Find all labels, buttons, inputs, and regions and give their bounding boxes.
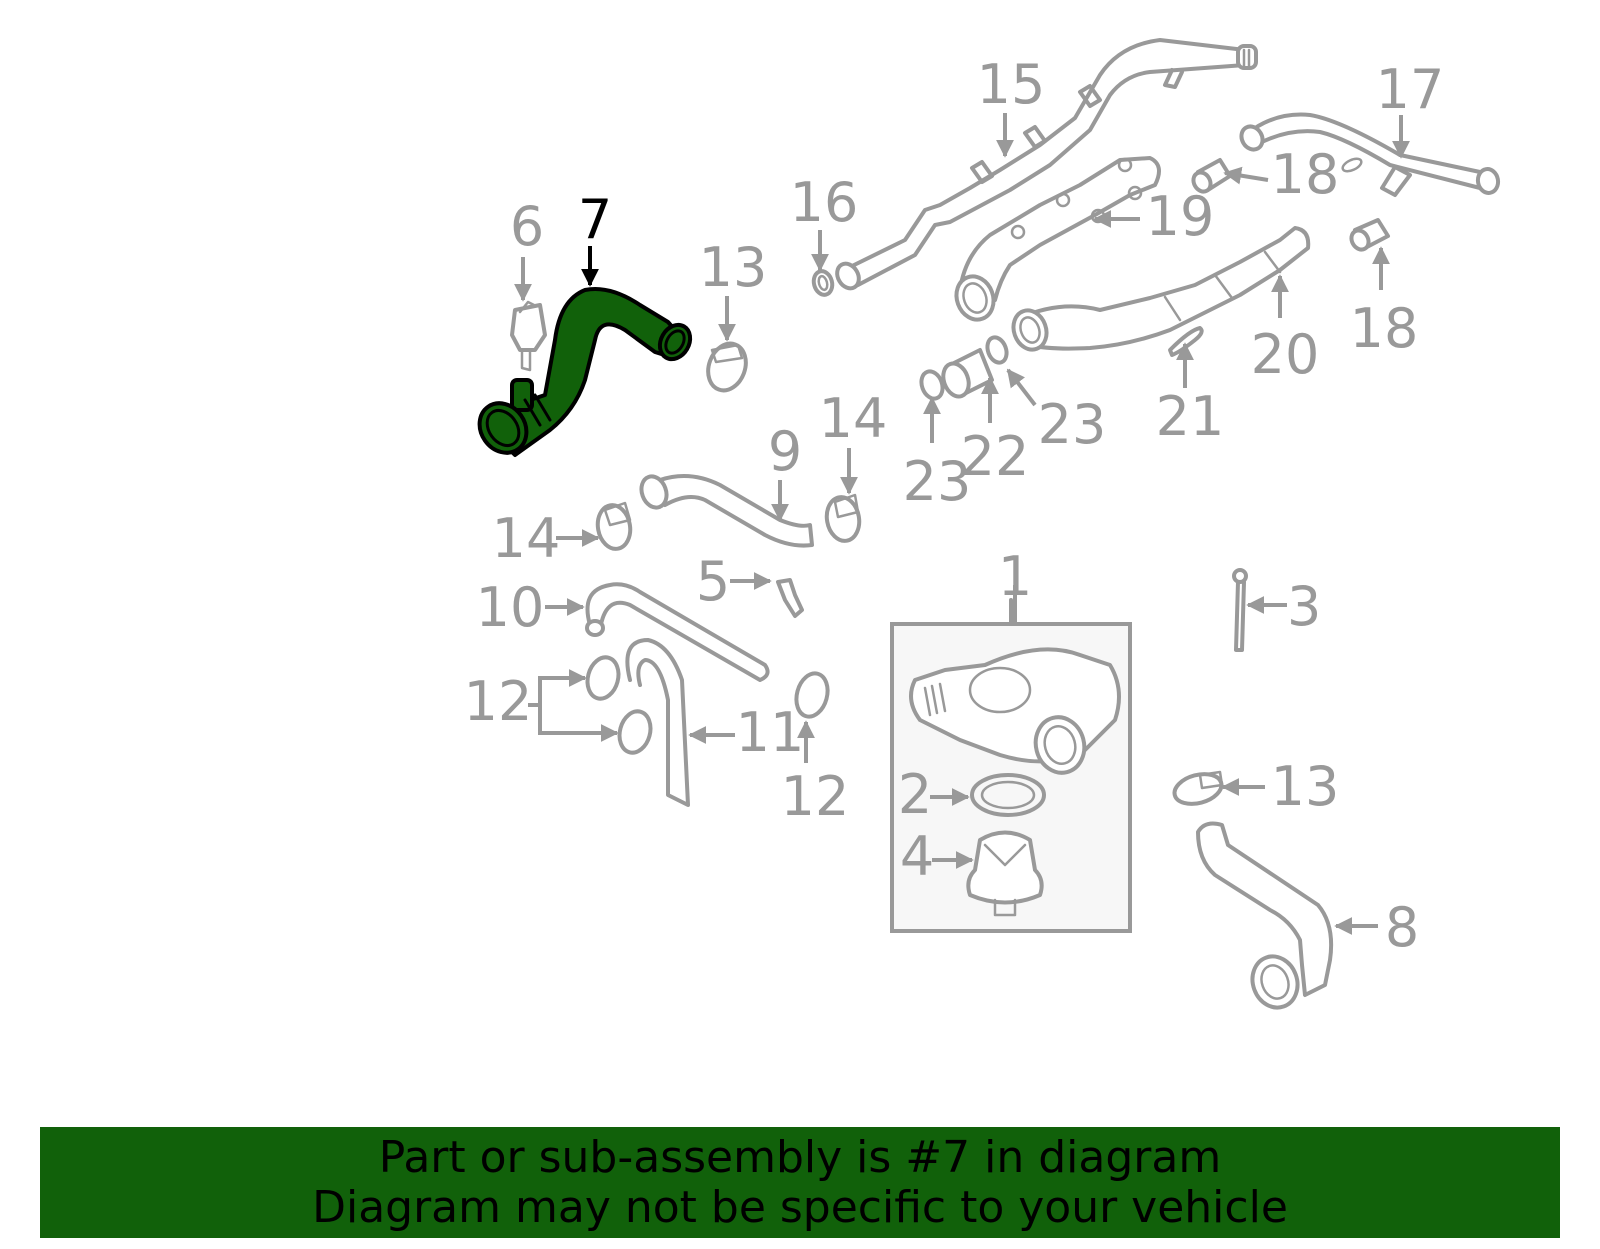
callout-8[interactable]: 8 <box>1385 896 1419 959</box>
part-8-coolant-hose[interactable] <box>1196 821 1334 1014</box>
part-16-o-ring[interactable] <box>811 269 835 297</box>
part-2-gasket[interactable] <box>970 773 1046 817</box>
callout-14-left[interactable]: 14 <box>492 507 561 570</box>
part-12-hose-clamp-a[interactable] <box>583 654 623 702</box>
callout-21[interactable]: 21 <box>1156 385 1225 448</box>
callout-18-upper[interactable]: 18 <box>1271 143 1340 206</box>
part-11-coolant-hose[interactable] <box>625 638 690 807</box>
part-4-thermostat[interactable] <box>966 830 1044 917</box>
callout-9[interactable]: 9 <box>768 420 802 483</box>
part-20-coolant-pipe[interactable] <box>1008 226 1311 354</box>
callout-12-left[interactable]: 12 <box>464 670 533 733</box>
callout-16[interactable]: 16 <box>790 171 859 234</box>
callout-13-lower[interactable]: 13 <box>1271 755 1340 818</box>
part-18-connector-b[interactable] <box>1348 218 1390 253</box>
callout-10[interactable]: 10 <box>476 576 545 639</box>
callout-17[interactable]: 17 <box>1376 58 1445 121</box>
part-17-coolant-pipe[interactable] <box>1237 112 1501 197</box>
part-23-o-ring-b[interactable] <box>984 335 1010 366</box>
part-12-hose-clamp-b[interactable] <box>615 708 655 756</box>
callout-labels: 1 2 3 4 5 6 7 8 9 10 11 12 12 13 13 14 1… <box>464 53 1445 959</box>
part-14-hose-clamp-b[interactable] <box>823 493 862 544</box>
part-9-coolant-hose[interactable] <box>637 473 814 548</box>
part-10-coolant-hose[interactable] <box>585 582 770 682</box>
callout-2[interactable]: 2 <box>898 763 932 826</box>
part-info-banner: Part or sub-assembly is #7 in diagram Di… <box>40 1127 1560 1238</box>
callout-22[interactable]: 22 <box>961 425 1030 488</box>
callout-12-right[interactable]: 12 <box>781 765 850 828</box>
callout-11[interactable]: 11 <box>736 701 805 764</box>
part-3-bolt[interactable] <box>1232 568 1248 652</box>
callout-13-upper[interactable]: 13 <box>699 236 768 299</box>
part-7-coolant-hose-highlighted[interactable] <box>470 287 696 462</box>
leader-lines <box>514 113 1410 935</box>
callout-20[interactable]: 20 <box>1251 323 1320 386</box>
banner-line-part-number: Part or sub-assembly is #7 in diagram <box>378 1132 1222 1183</box>
callout-23-left[interactable]: 23 <box>903 450 972 513</box>
callout-1[interactable]: 1 <box>998 545 1032 608</box>
parts-diagram: 1 2 3 4 5 6 7 8 9 10 11 12 12 13 13 14 1… <box>464 38 1501 1014</box>
callout-19[interactable]: 19 <box>1146 185 1215 248</box>
callout-18-lower[interactable]: 18 <box>1350 297 1419 360</box>
callout-5[interactable]: 5 <box>696 550 730 613</box>
part-13-hose-clamp-a[interactable] <box>702 338 752 395</box>
part-14-hose-clamp-a[interactable] <box>594 501 633 552</box>
callout-4[interactable]: 4 <box>900 825 934 888</box>
part-15-coolant-pipe[interactable] <box>833 38 1258 292</box>
banner-line-disclaimer: Diagram may not be specific to your vehi… <box>312 1182 1288 1233</box>
callout-7-active[interactable]: 7 <box>578 188 612 251</box>
part-12-hose-clamp-c[interactable] <box>792 670 832 720</box>
part-13-hose-clamp-b[interactable] <box>1171 769 1225 808</box>
part-6-temperature-sensor[interactable] <box>510 300 547 372</box>
part-5-bleeder-screw[interactable] <box>776 578 804 618</box>
callout-15[interactable]: 15 <box>977 53 1046 116</box>
callout-3[interactable]: 3 <box>1287 575 1321 638</box>
callout-14-right[interactable]: 14 <box>819 387 888 450</box>
callout-6[interactable]: 6 <box>510 195 544 258</box>
part-22-connector[interactable] <box>939 348 994 400</box>
callout-23-right[interactable]: 23 <box>1038 393 1107 456</box>
